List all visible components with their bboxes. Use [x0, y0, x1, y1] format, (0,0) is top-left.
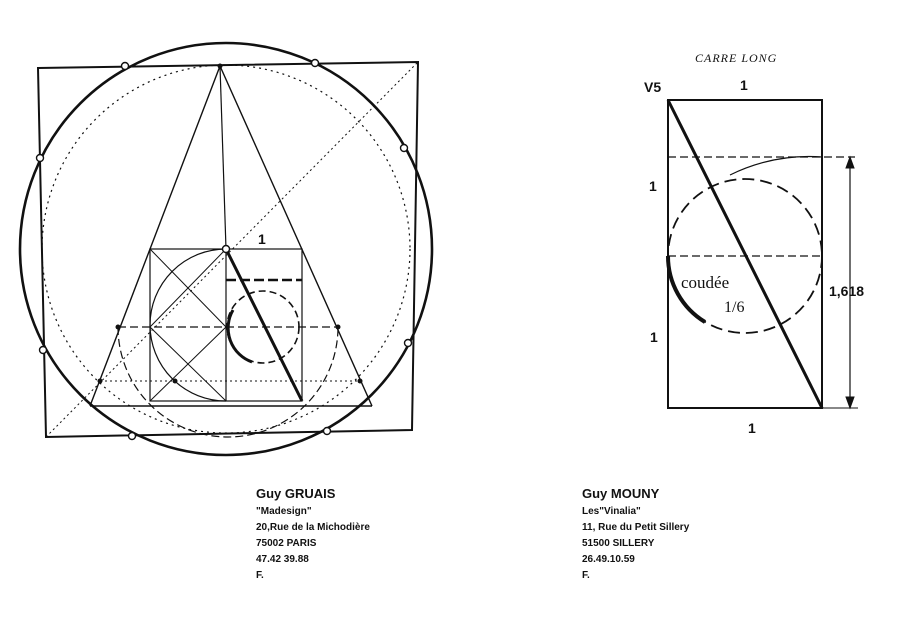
right-top-label: 1 — [740, 77, 748, 93]
address-name: Guy GRUAIS — [256, 486, 336, 501]
height-arrow-head-bottom — [845, 396, 855, 410]
coudee-label: coudée — [681, 273, 729, 292]
small-nodes — [97, 63, 363, 384]
address-line: "Madesign" — [256, 506, 312, 517]
left-half-arc — [149, 248, 227, 402]
inner-square-diag-4 — [149, 326, 227, 402]
construction-nodes — [35, 58, 413, 441]
address-line: 51500 SILLERY — [582, 538, 655, 549]
small-thick-arc — [226, 309, 253, 364]
triangle-left-side — [89, 65, 221, 407]
inscribed-dotted-circle — [41, 64, 411, 434]
right-left-lower-label: 1 — [650, 329, 658, 345]
address-name: Guy MOUNY — [582, 486, 660, 501]
address-line: Les"Vinalia" — [582, 506, 641, 517]
vertical-axis — [219, 65, 227, 250]
right-diagram — [665, 99, 858, 410]
address-line: 47.42 39.88 — [256, 554, 309, 565]
height-label: 1,618 — [829, 283, 864, 299]
address-line: 75002 PARIS — [256, 538, 317, 549]
address-line: F. — [256, 570, 264, 581]
left-diagram — [18, 41, 434, 457]
height-arrow-head-top — [845, 155, 855, 169]
thick-diagonal — [224, 248, 304, 402]
address-block-mouny: Guy MOUNY Les"Vinalia" 11, Rue du Petit … — [582, 486, 689, 584]
inner-square-diag-2 — [149, 248, 227, 328]
address-line: F. — [582, 570, 590, 581]
triangle-right-side — [219, 65, 373, 407]
large-dashed-arc — [117, 326, 339, 438]
diagonal-dotted-line — [45, 61, 419, 438]
right-bottom-label: 1 — [748, 420, 756, 436]
right-left-upper-label: 1 — [649, 178, 657, 194]
right-title: CARRE LONG — [695, 51, 777, 65]
outer-square — [36, 60, 420, 439]
address-line: 26.49.10.59 — [582, 554, 635, 565]
top-sweep-arc — [729, 155, 823, 176]
coudee-thick-arc — [665, 255, 707, 324]
address-line: 11, Rue du Petit Sillery — [582, 522, 690, 533]
long-diagonal — [666, 99, 824, 409]
left-unit-label: 1 — [258, 231, 266, 247]
large-circle — [18, 41, 434, 457]
fraction-label: 1/6 — [724, 299, 744, 316]
address-line: 20,Rue de la Michodière — [256, 522, 370, 533]
root5-label: V5 — [644, 79, 661, 95]
address-block-gruais: Guy GRUAIS "Madesign" 20,Rue de la Micho… — [256, 486, 370, 584]
